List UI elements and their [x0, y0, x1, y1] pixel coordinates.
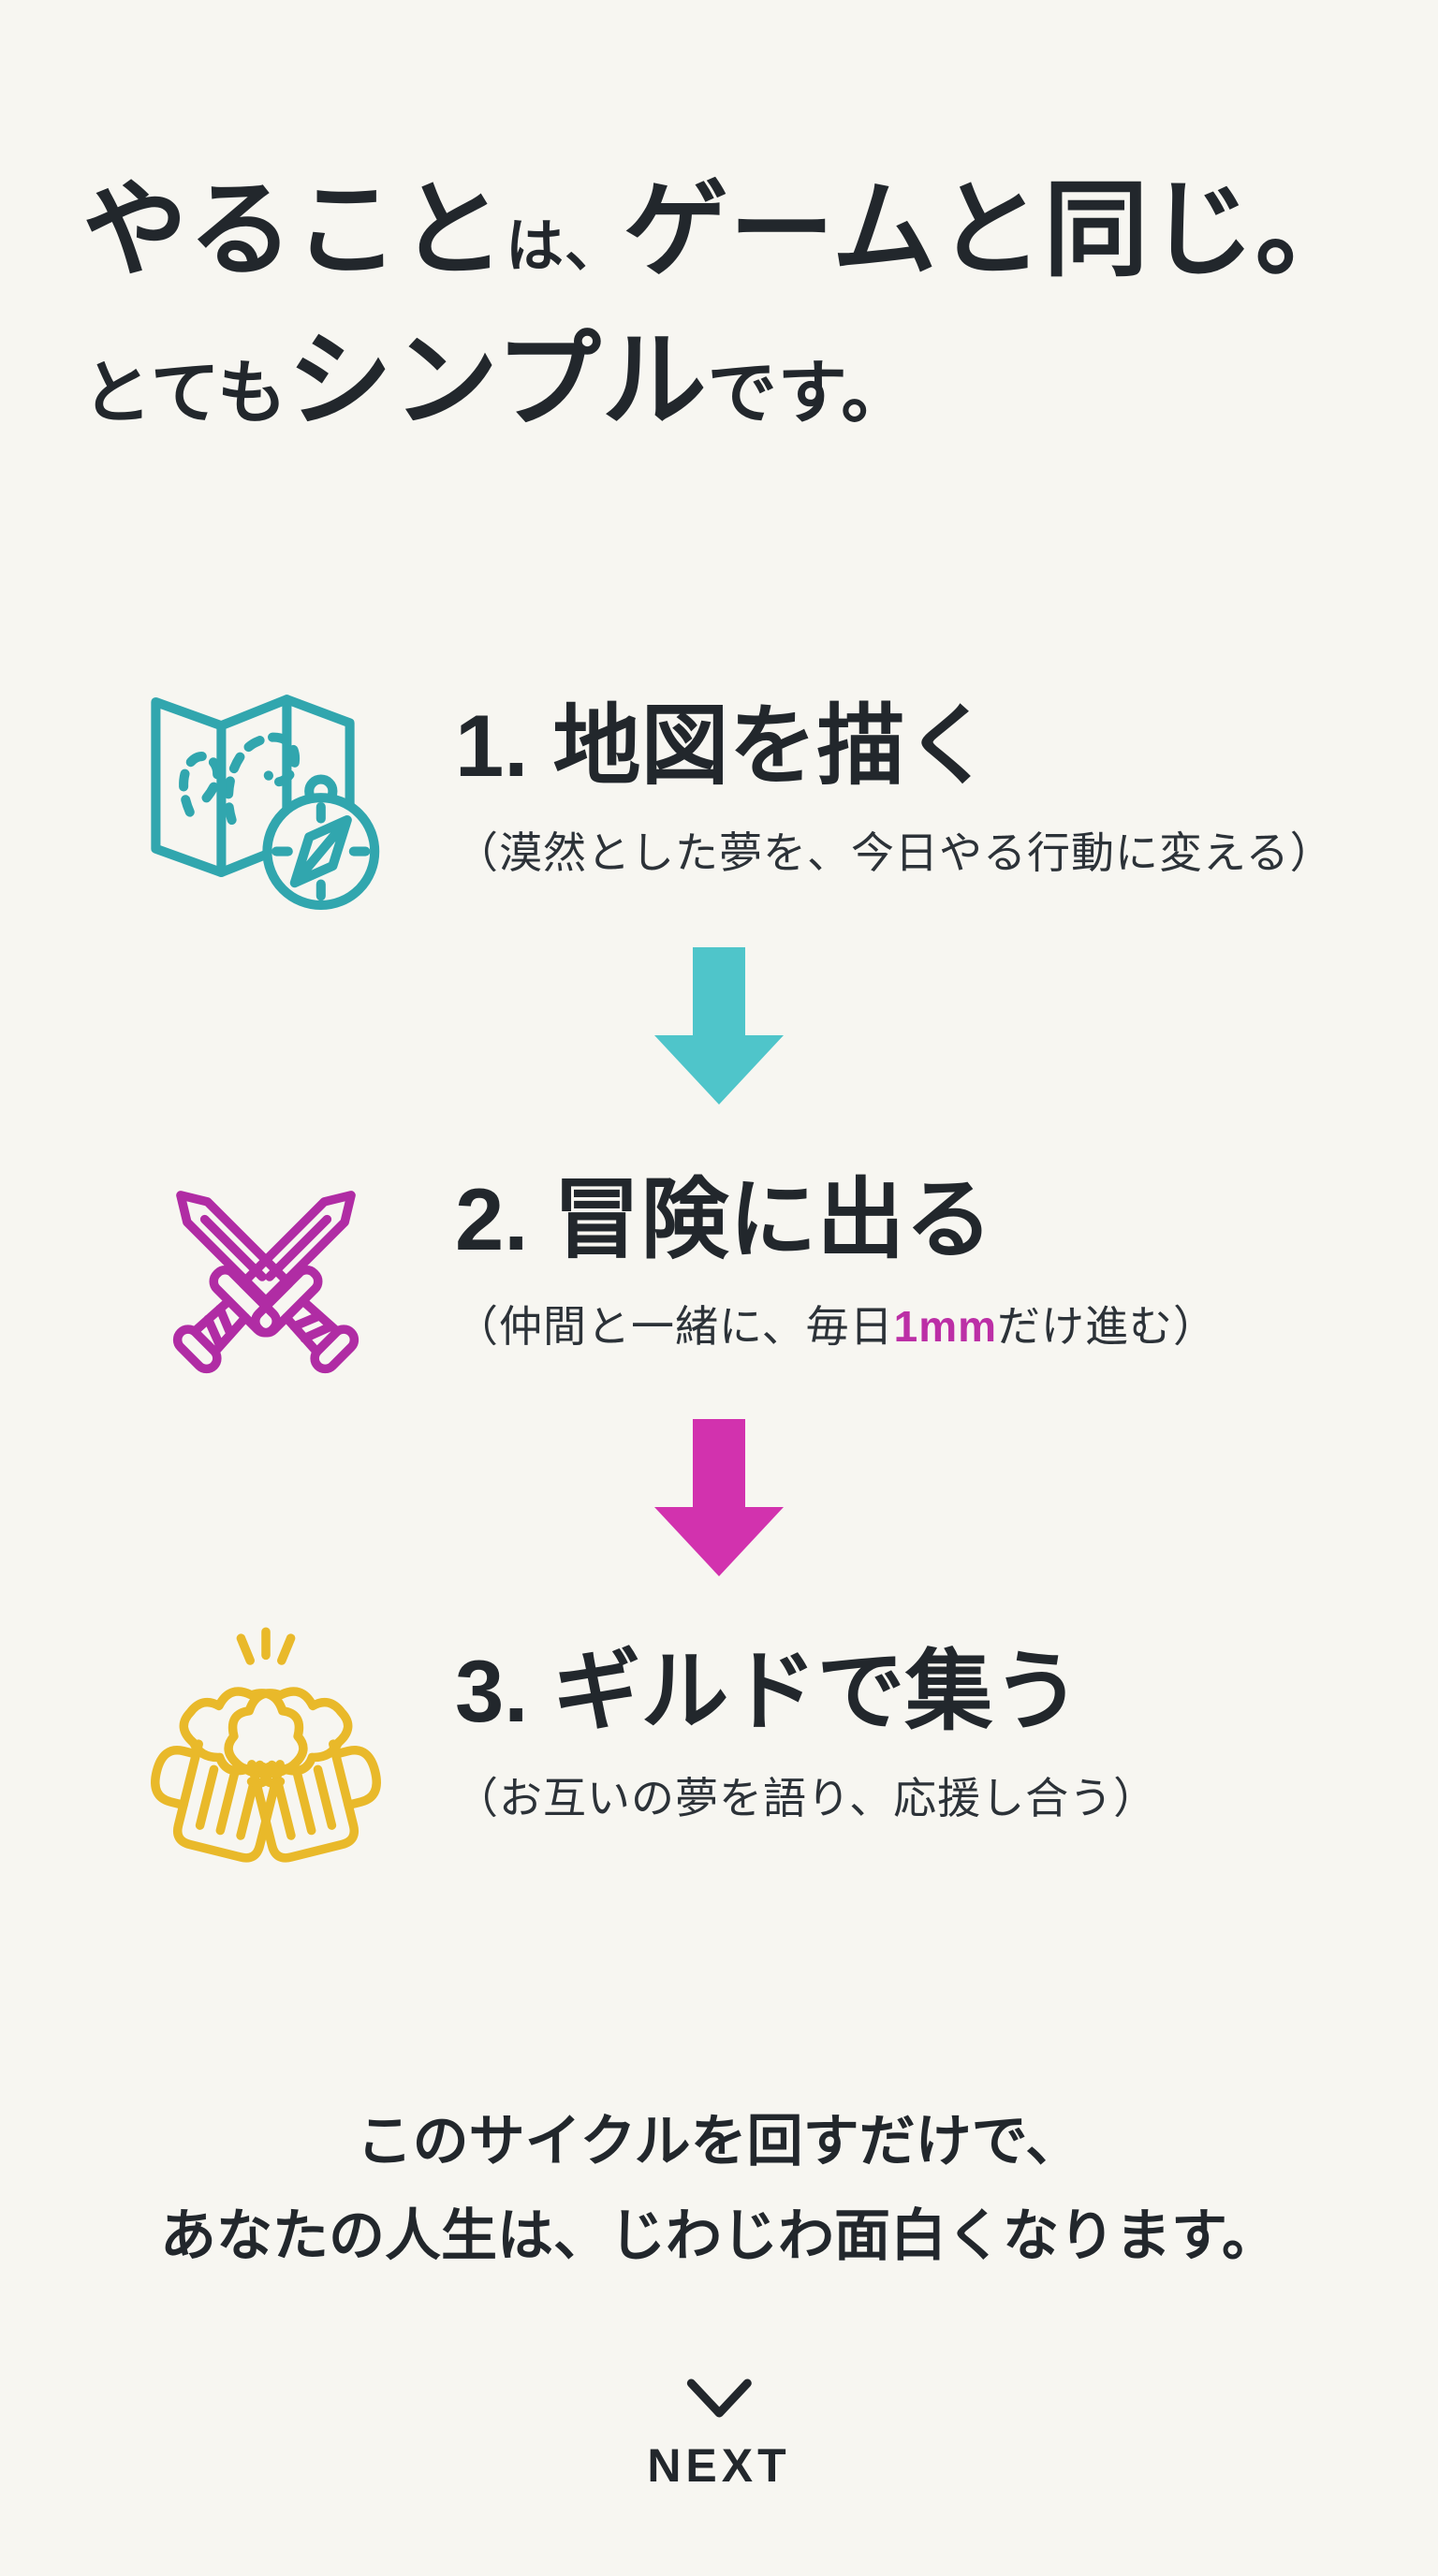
- chevron-down-icon: [647, 2378, 790, 2425]
- footer-line-2: あなたの人生は、じわじわ面白くなります。: [160, 2203, 1278, 2267]
- step-draw-map: 1. 地図を描く （漠然とした夢を、今日やる行動に変える）: [135, 676, 1334, 938]
- title-line1-big2: ゲームと同じ。: [624, 171, 1361, 288]
- beer-mugs-icon: [135, 1621, 397, 1883]
- next-label: NEXT: [647, 2439, 791, 2492]
- step2-subtitle-prefix: （仲間と一緒に、毎日: [455, 1301, 894, 1351]
- step2-heading: 2. 冒険に出る: [455, 1170, 993, 1268]
- title-line2-big: シンプル: [287, 321, 708, 439]
- step1-text: 1. 地図を描く （漠然とした夢を、今日やる行動に変える）: [455, 676, 1334, 881]
- footer-line-1: このサイクルを回すだけで、: [356, 2110, 1082, 2173]
- title-line-1: やることは、ゲームと同じ。: [82, 167, 1361, 295]
- step2-subtitle: （仲間と一緒に、毎日1mmだけ進む）: [455, 1293, 1217, 1354]
- map-compass-icon: [135, 676, 397, 938]
- step3-text: 3. ギルドで集う （お互いの夢を語り、応援し合う）: [455, 1621, 1157, 1826]
- next-button[interactable]: NEXT: [647, 2378, 790, 2493]
- title-line2-mid2: です。: [707, 353, 912, 432]
- title-line1-small: は、: [506, 214, 624, 279]
- down-arrow-teal-icon: [654, 947, 784, 1109]
- step2-subtitle-suffix: だけ進む）: [997, 1301, 1218, 1351]
- step3-heading: 3. ギルドで集う: [455, 1642, 1081, 1740]
- page-title: やることは、ゲームと同じ。 とてもシンプルです。: [82, 167, 1361, 445]
- step2-text: 2. 冒険に出る （仲間と一緒に、毎日1mmだけ進む）: [455, 1149, 1217, 1354]
- step1-subtitle: （漠然とした夢を、今日やる行動に変える）: [455, 827, 1334, 877]
- step3-subtitle: （お互いの夢を語り、応援し合う）: [455, 1773, 1158, 1822]
- crossed-swords-icon: [135, 1149, 397, 1412]
- step2-subtitle-highlight: 1mm: [893, 1301, 998, 1351]
- title-line-2: とてもシンプルです。: [82, 317, 1361, 446]
- step-gather-guild: 3. ギルドで集う （お互いの夢を語り、応援し合う）: [135, 1621, 1157, 1883]
- step-go-adventure: 2. 冒険に出る （仲間と一緒に、毎日1mmだけ進む）: [135, 1149, 1217, 1412]
- title-line1-big: やること: [82, 171, 506, 288]
- footer-message: このサイクルを回すだけで、 あなたの人生は、じわじわ面白くなります。: [0, 2095, 1438, 2284]
- title-line2-mid: とても: [82, 353, 288, 432]
- step1-heading: 1. 地図を描く: [455, 696, 993, 795]
- down-arrow-magenta-icon: [654, 1419, 784, 1581]
